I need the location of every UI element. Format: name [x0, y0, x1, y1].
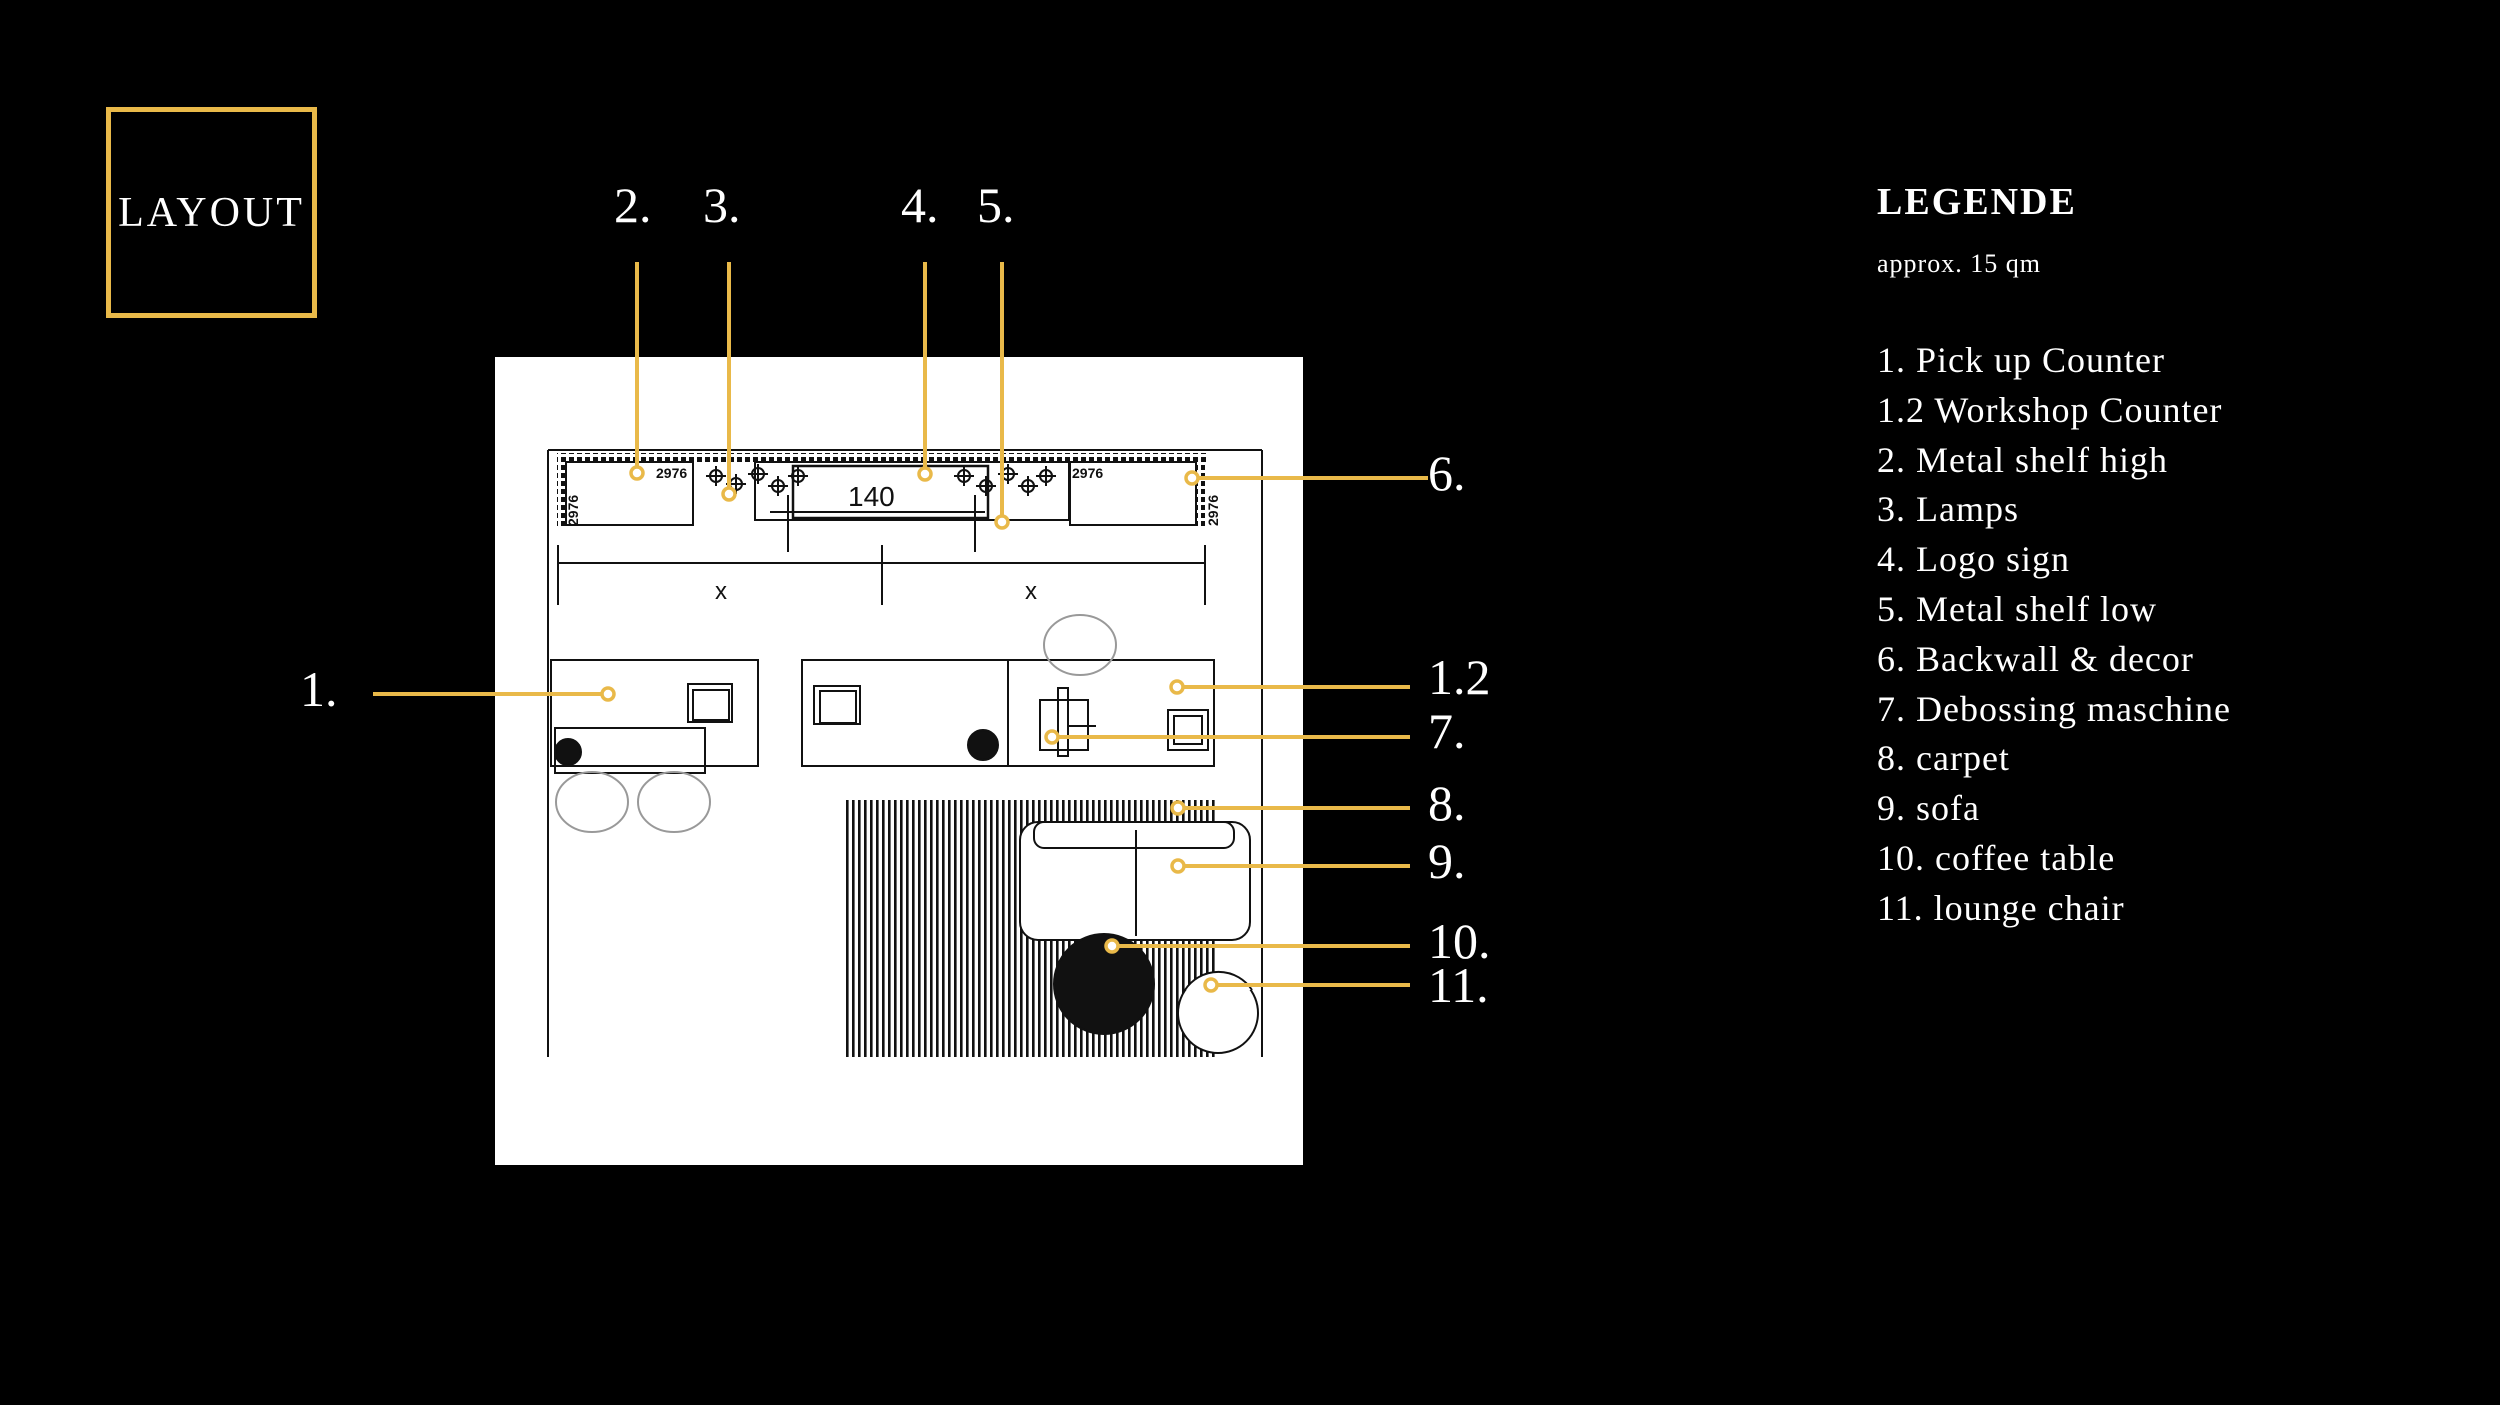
callout-number-9: 9.: [1428, 833, 1466, 889]
shelf-code-left-vertical: 2976: [565, 495, 581, 526]
callout-number-6: 6.: [1428, 445, 1466, 501]
callout-dot-12: [1169, 679, 1185, 695]
lamp-5: [788, 466, 808, 486]
callout-number-4: 4.: [901, 177, 939, 233]
span-label-left: x: [715, 578, 727, 605]
floor-plan-drawing: 2976 2976 2976 2976 140 x x: [547, 449, 1263, 1057]
pick-up-counter: [550, 659, 759, 767]
callout-dot-2: [629, 465, 645, 481]
legend-item: 3. Lamps: [1877, 489, 2019, 530]
shelf-code-left: 2976: [656, 465, 687, 481]
callout-dot-5: [994, 514, 1010, 530]
callout-lines: [373, 262, 1428, 987]
stool-2: [637, 771, 711, 833]
callout-dot-7: [1044, 729, 1060, 745]
callout-number-7: 7.: [1428, 703, 1466, 759]
callout-number-2: 2.: [614, 177, 652, 233]
legend-list: 1. Pick up Counter 1.2 Workshop Counter …: [1877, 336, 2437, 934]
callout-number-11: 11.: [1428, 957, 1489, 1013]
callout-dot-11: [1203, 977, 1219, 993]
callout-dot-4: [917, 466, 933, 482]
legend-item: 11. lounge chair: [1877, 887, 2125, 928]
shelf-code-right-vertical: 2976: [1205, 495, 1221, 526]
coffee-table: [1053, 933, 1155, 1035]
logo-width-label: 140: [848, 481, 895, 512]
lamp-9: [1018, 476, 1038, 496]
legend-item: 10. coffee table: [1877, 837, 2116, 878]
callout-dot-3: [721, 486, 737, 502]
backwall-strip-left: [557, 457, 566, 527]
plant-left: [554, 738, 582, 766]
legend-item: 2. Metal shelf high: [1877, 439, 2168, 480]
legend-item: 8. carpet: [1877, 738, 2010, 779]
callout-number-10: 10.: [1428, 913, 1491, 969]
legend-item: 5. Metal shelf low: [1877, 588, 2157, 629]
lamp-4: [768, 476, 788, 496]
lamp-10: [1036, 466, 1056, 486]
counter-box-1-inner: [692, 689, 730, 721]
legend-item: 7. Debossing maschine: [1877, 688, 2231, 729]
metal-shelf-low: [754, 461, 1070, 521]
shelf-code-right: 2976: [1072, 465, 1103, 481]
layout-title-box: LAYOUT: [106, 107, 317, 318]
legend-title: LEGENDE: [1877, 181, 2077, 223]
legend: LEGENDE approx. 15 qm 1. Pick up Counter…: [1877, 172, 2437, 934]
legend-item: 4. Logo sign: [1877, 539, 2071, 580]
legend-item: 6. Backwall & decor: [1877, 638, 2194, 679]
callout-number-8: 8.: [1428, 775, 1466, 831]
counter-box-2-inner: [819, 690, 857, 724]
sofa-back: [1033, 821, 1235, 849]
callout-dot-9: [1170, 858, 1186, 874]
plant-center: [967, 729, 999, 761]
chairs-group: [555, 614, 1117, 833]
lamp-7: [976, 476, 996, 496]
debossing-machine-arm: [1057, 687, 1069, 757]
callout-number-1: 1.: [300, 661, 338, 717]
callout-dot-6: [1184, 470, 1200, 486]
callout-dots: [600, 465, 1219, 993]
chair-workshop: [1043, 614, 1117, 676]
lamp-6: [954, 466, 974, 486]
callout-number-5: 5.: [977, 177, 1015, 233]
page-title: LAYOUT: [118, 189, 305, 236]
sofa: [1019, 821, 1251, 941]
span-label-right: x: [1025, 578, 1037, 605]
callout-dot-10: [1104, 938, 1120, 954]
metal-shelf-high-left: [565, 461, 694, 526]
legend-subtitle: approx. 15 qm: [1877, 249, 2041, 278]
legend-item: 1. Pick up Counter: [1877, 340, 2165, 380]
counter-box-1: [687, 683, 733, 723]
legend-item: 1.2 Workshop Counter: [1877, 389, 2223, 430]
callout-number-1-2: 1.2: [1428, 649, 1491, 705]
legend-item: 9. sofa: [1877, 788, 1980, 829]
callout-dot-8: [1170, 800, 1186, 816]
backwall-strip-right: [1196, 457, 1205, 527]
stool-1: [555, 771, 629, 833]
callout-dot-1: [600, 686, 616, 702]
callout-number-3: 3.: [703, 177, 741, 233]
lamp-3: [748, 464, 768, 484]
workshop-item-inner: [1173, 715, 1203, 745]
lamp-1: [706, 466, 726, 486]
workshop-item: [1167, 709, 1209, 751]
backwall-strip-top: [557, 453, 1207, 462]
